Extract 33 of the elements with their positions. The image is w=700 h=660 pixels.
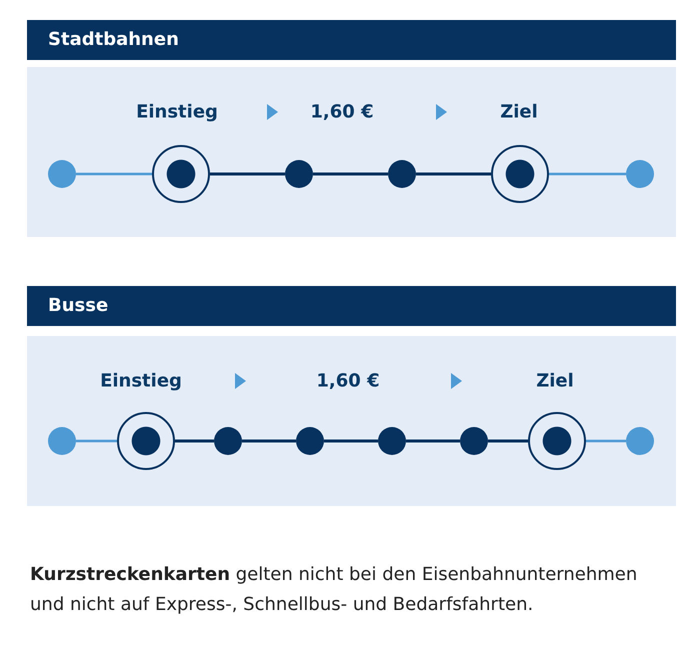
stop-dot — [285, 160, 313, 188]
route-line — [488, 440, 528, 442]
route-line — [313, 172, 388, 176]
stop-dot — [460, 427, 488, 455]
route-line — [242, 440, 296, 442]
panel-background — [27, 67, 676, 237]
route-line — [406, 440, 460, 442]
route-line — [416, 172, 491, 176]
section-header: Busse — [27, 286, 676, 326]
end-stop-dot — [48, 427, 76, 455]
route-line — [549, 172, 626, 176]
stop-label: Einstieg — [100, 370, 182, 392]
stop-label: Einstieg — [136, 102, 218, 122]
end-stop-dot — [48, 160, 76, 188]
end-stop-dot — [626, 427, 654, 455]
stop-dot — [214, 427, 242, 455]
stop-dot — [378, 427, 406, 455]
route-line — [76, 440, 117, 442]
stop-label: Ziel — [536, 370, 574, 392]
stop-dot — [296, 427, 324, 455]
end-stop-dot — [626, 160, 654, 188]
price-label: 1,60 € — [310, 102, 374, 122]
stop-label: Ziel — [500, 102, 538, 122]
panel-background — [27, 336, 676, 506]
route-line — [324, 440, 378, 442]
route-line — [586, 440, 626, 442]
note-paragraph: Kurzstreckenkarten gelten nicht bei den Eisenbahnunternehmen und nicht auf Express-, Schnellbus- und Bedarfsfahrten. — [30, 563, 638, 617]
price-label: 1,60 € — [316, 370, 380, 392]
route-line — [175, 440, 214, 442]
stop-dot — [388, 160, 416, 188]
route-line — [76, 172, 152, 176]
section-header: Stadtbahnen — [27, 20, 676, 60]
route-line — [210, 172, 285, 176]
